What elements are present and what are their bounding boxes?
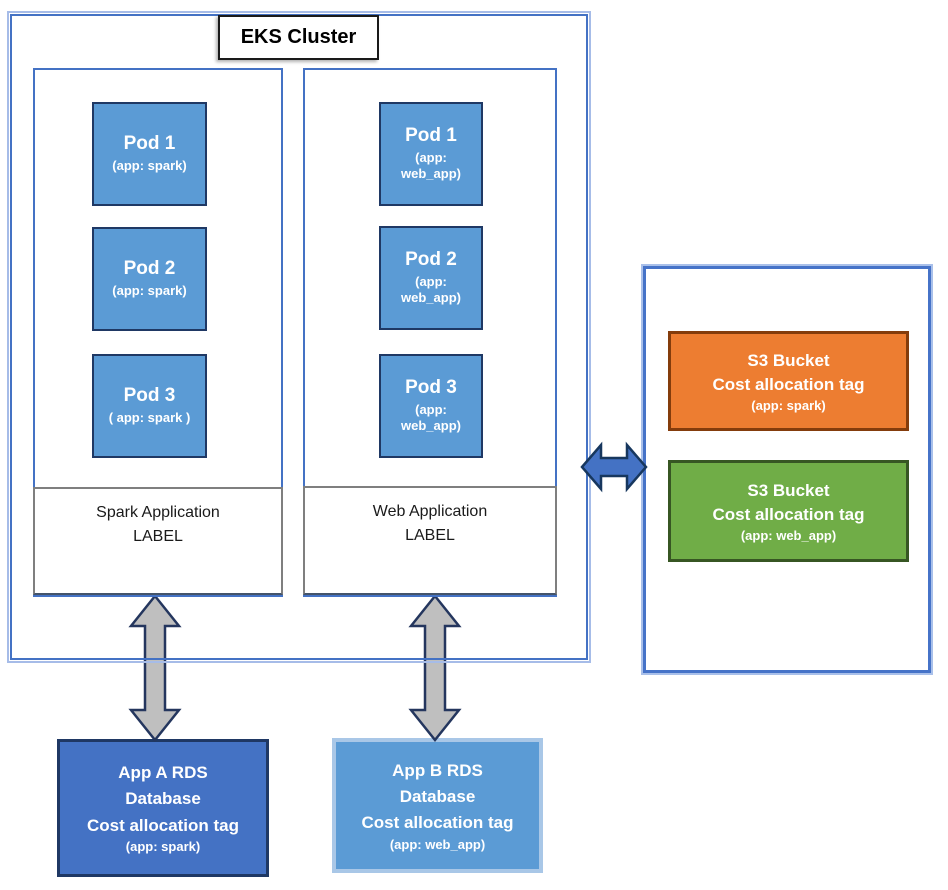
s3-bucket-webapp: S3 Bucket Cost allocation tag (app: web_… <box>668 460 909 562</box>
web-pod-1-title: Pod 1 <box>405 125 457 147</box>
rds-app-b-text: App B RDS Database Cost allocation tag <box>361 760 514 833</box>
spark-application-group <box>33 68 283 597</box>
spark-application-label-box: Spark Application LABEL <box>33 487 283 595</box>
spark-pod-1-title: Pod 1 <box>123 133 176 155</box>
spark-pod-3: Pod 3 ( app: spark ) <box>92 354 207 458</box>
web-pod-1: Pod 1 (app: web_app) <box>379 102 483 206</box>
web-to-rds-arrow-icon <box>408 593 462 743</box>
web-application-group <box>303 68 557 597</box>
spark-application-label-text: Spark Application LABEL <box>96 504 220 545</box>
web-pod-2-tag: (app: web_app) <box>401 274 461 306</box>
rds-app-a-tag: (app: spark) <box>125 839 201 855</box>
s3-bucket-webapp-subtitle: Cost allocation tag <box>712 505 865 525</box>
s3-bucket-webapp-title: S3 Bucket <box>747 480 830 500</box>
s3-bucket-webapp-tag: (app: web_app) <box>740 527 837 543</box>
web-application-label-box: Web Application LABEL <box>303 486 557 595</box>
spark-pod-2: Pod 2 (app: spark) <box>92 227 207 331</box>
web-pod-1-tag: (app: web_app) <box>401 150 461 182</box>
web-pod-3: Pod 3 (app: web_app) <box>379 354 483 458</box>
web-pod-2-title: Pod 2 <box>405 249 457 271</box>
spark-pod-3-title: Pod 3 <box>123 385 176 407</box>
s3-bucket-spark-title: S3 Bucket <box>747 350 830 370</box>
spark-pod-1-tag: (app: spark) <box>112 158 187 174</box>
s3-bucket-spark: S3 Bucket Cost allocation tag (app: spar… <box>668 331 909 431</box>
rds-app-a-box: App A RDS Database Cost allocation tag (… <box>57 739 269 877</box>
spark-pod-2-title: Pod 2 <box>123 258 176 280</box>
eks-to-s3-arrow-icon <box>580 441 648 493</box>
web-pod-3-tag: (app: web_app) <box>401 402 461 434</box>
spark-pod-2-tag: (app: spark) <box>112 283 187 299</box>
rds-app-b-tag: (app: web_app) <box>389 836 486 852</box>
spark-pod-3-tag: ( app: spark ) <box>108 410 191 426</box>
rds-app-b-box: App B RDS Database Cost allocation tag (… <box>332 738 543 873</box>
rds-app-a-text: App A RDS Database Cost allocation tag <box>86 763 240 835</box>
web-pod-3-title: Pod 3 <box>405 377 457 399</box>
web-pod-2: Pod 2 (app: web_app) <box>379 226 483 330</box>
spark-pod-1: Pod 1 (app: spark) <box>92 102 207 206</box>
spark-to-rds-arrow-icon <box>128 593 182 743</box>
s3-bucket-spark-tag: (app: spark) <box>751 397 826 413</box>
eks-cluster-title-label: EKS Cluster <box>240 26 357 48</box>
web-application-label-text: Web Application LABEL <box>372 503 488 544</box>
eks-cluster-title: EKS Cluster <box>218 15 379 60</box>
s3-bucket-spark-subtitle: Cost allocation tag <box>712 375 865 395</box>
